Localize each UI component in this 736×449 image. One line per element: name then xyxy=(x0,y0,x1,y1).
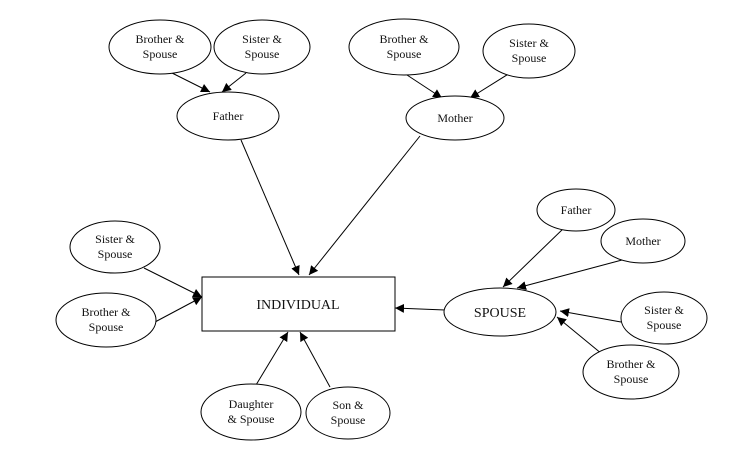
edge-daughter-to-individual xyxy=(255,331,289,386)
node-spouse-brother-spouse: Brother & Spouse xyxy=(582,344,680,400)
node-brother-spouse: Brother & Spouse xyxy=(55,292,157,348)
edge-brother-to-individual xyxy=(154,296,203,323)
node-father-brother-spouse-line2: Spouse xyxy=(143,47,178,61)
node-spouse-mother-label: Mother xyxy=(625,234,660,248)
node-spouse-mother: Mother xyxy=(600,218,686,264)
edges xyxy=(143,71,623,388)
node-spouse-brother-spouse-line2: Spouse xyxy=(614,372,649,386)
node-daughter-spouse: Daughter & Spouse xyxy=(200,383,302,441)
edge-spouse-mother-to-spouse xyxy=(516,259,623,291)
node-sister-spouse-line2: Spouse xyxy=(98,247,133,261)
node-mother-brother-spouse: Brother & Spouse xyxy=(348,18,460,76)
node-spouse-father-label: Father xyxy=(561,203,592,217)
node-father-sister-spouse: Sister & Spouse xyxy=(213,19,311,75)
node-spouse-brother-spouse-line1: Brother & xyxy=(607,357,657,371)
edge-mother-to-individual xyxy=(308,135,421,276)
node-daughter-spouse-line2: & Spouse xyxy=(227,412,274,426)
node-mother-sister-spouse-line2: Spouse xyxy=(512,51,547,65)
node-brother-spouse-line1: Brother & xyxy=(82,305,132,319)
edge-son-to-individual xyxy=(299,331,331,388)
node-spouse-sister-spouse: Sister & Spouse xyxy=(620,291,708,345)
node-sister-spouse: Sister & Spouse xyxy=(69,220,161,274)
node-spouse-father: Father xyxy=(536,188,616,232)
node-son-spouse: Son & Spouse xyxy=(305,386,391,440)
node-daughter-spouse-line1: Daughter xyxy=(229,397,274,411)
edge-mother-sister-to-mother xyxy=(469,72,511,99)
edge-father-brother-to-father xyxy=(169,71,211,93)
node-spouse-label: SPOUSE xyxy=(474,306,526,321)
edge-spouse-sister-to-spouse xyxy=(559,308,622,323)
node-brother-spouse-line2: Spouse xyxy=(89,320,124,334)
node-father-brother-spouse: Brother & Spouse xyxy=(108,19,212,75)
node-son-spouse-line1: Son & xyxy=(332,398,364,412)
node-spouse: SPOUSE xyxy=(443,287,557,337)
node-father-label: Father xyxy=(213,109,244,123)
edge-father-sister-to-father xyxy=(221,72,247,93)
edge-father-to-individual xyxy=(240,139,300,276)
node-father-brother-spouse-line1: Brother & xyxy=(136,32,186,46)
node-son-spouse-line2: Spouse xyxy=(331,413,366,427)
node-mother-brother-spouse-line1: Brother & xyxy=(380,32,430,46)
node-spouse-sister-spouse-line2: Spouse xyxy=(647,318,682,332)
edge-spouse-father-to-spouse xyxy=(502,226,566,288)
node-father-sister-spouse-line2: Spouse xyxy=(245,47,280,61)
node-mother-sister-spouse: Sister & Spouse xyxy=(482,23,576,79)
node-mother-sister-spouse-line1: Sister & xyxy=(509,36,549,50)
node-mother: Mother xyxy=(405,95,505,141)
node-father: Father xyxy=(176,91,280,141)
edge-sister-to-individual xyxy=(143,267,203,298)
node-mother-label: Mother xyxy=(437,111,472,125)
edge-mother-brother-to-mother xyxy=(406,74,443,99)
node-sister-spouse-line1: Sister & xyxy=(95,232,135,246)
node-spouse-sister-spouse-line1: Sister & xyxy=(644,303,684,317)
edge-spouse-brother-to-spouse xyxy=(556,316,603,355)
node-mother-brother-spouse-line2: Spouse xyxy=(387,47,422,61)
edge-spouse-to-individual xyxy=(394,303,446,313)
node-father-sister-spouse-line1: Sister & xyxy=(242,32,282,46)
node-individual-label: INDIVIDUAL xyxy=(256,298,339,313)
node-individual: INDIVIDUAL xyxy=(201,276,396,332)
